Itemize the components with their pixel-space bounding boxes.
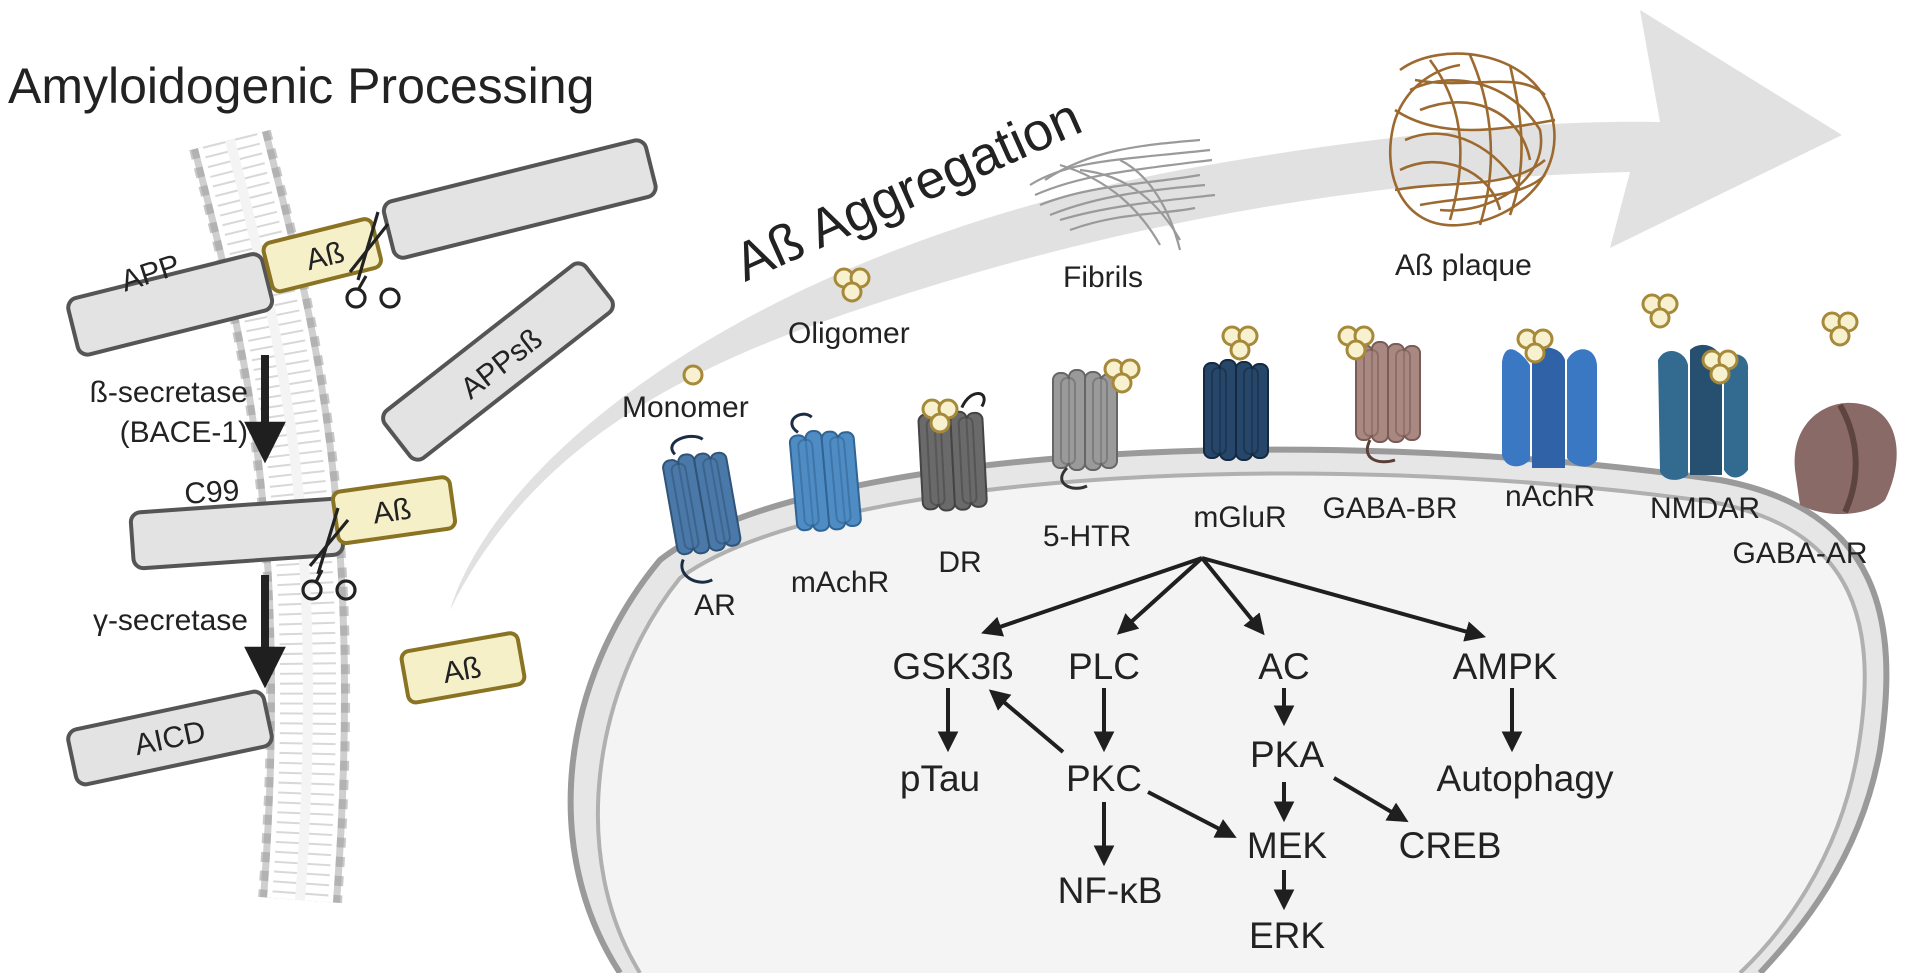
- receptor-label-nachr: nAchR: [1505, 480, 1595, 513]
- receptor-label-ar: AR: [694, 589, 736, 622]
- plaque-icon: [1388, 52, 1556, 227]
- receptor-label-dr: DR: [938, 546, 981, 579]
- nfkb-label: NF-κB: [1058, 870, 1163, 911]
- aggregation-arrow: [450, 10, 1842, 610]
- main-title: Amyloidogenic Processing: [8, 58, 594, 114]
- receptor-mglur: [1203, 359, 1269, 461]
- receptor-nachr: [1502, 347, 1597, 468]
- c99-protein: Aß C99: [128, 474, 458, 571]
- autophagy-label: Autophagy: [1437, 758, 1614, 799]
- app-protein: Aß APP: [66, 138, 658, 357]
- signaling-arrows: [937, 556, 1523, 911]
- monomer-label: Monomer: [622, 391, 749, 424]
- free-abeta: Aß: [399, 631, 527, 705]
- mek-label: MEK: [1247, 825, 1328, 866]
- abeta-bound-icon: [1221, 325, 1259, 361]
- receptor-dr: [917, 392, 989, 513]
- bace1-label: (BACE-1): [120, 416, 248, 449]
- ac-label: AC: [1258, 646, 1309, 687]
- receptor-gabaar: [1794, 402, 1897, 515]
- receptor-label-gabaar: GABA-AR: [1732, 537, 1867, 570]
- ptau-label: pTau: [900, 758, 980, 799]
- beta-secretase-label: ß-secretase: [90, 376, 248, 409]
- membrane-bilayer: [189, 129, 351, 904]
- neuron-cell: [567, 446, 1890, 973]
- receptor-label-mglur: mGluR: [1193, 501, 1286, 534]
- abeta-free-label: Aß: [440, 651, 483, 690]
- scissors-icon: [345, 211, 401, 309]
- creb-label: CREB: [1399, 825, 1502, 866]
- aicd-protein: AICD: [66, 689, 274, 787]
- receptor-label-gababr: GABA-BR: [1322, 492, 1457, 525]
- oligomer-label: Oligomer: [788, 317, 910, 350]
- scissors-icon: [301, 507, 357, 601]
- ampk-label: AMPK: [1453, 646, 1558, 687]
- fibrils-icon: [1029, 138, 1216, 251]
- receptor-nmdar: [1658, 344, 1749, 480]
- monomer-icon: [682, 364, 704, 386]
- fibrils-label: Fibrils: [1063, 261, 1143, 294]
- receptor-label-nmdar: NMDAR: [1650, 492, 1760, 525]
- plaque-label: Aß plaque: [1395, 249, 1532, 282]
- erk-label: ERK: [1249, 915, 1325, 956]
- pka-label: PKA: [1250, 734, 1324, 775]
- receptor-label-machr: mAchR: [791, 566, 889, 599]
- gamma-secretase-label: γ-secretase: [93, 604, 248, 637]
- abeta-free-oligomer-icon: [1641, 293, 1679, 329]
- gsk3b-label: GSK3ß: [892, 646, 1013, 687]
- abeta-free-oligomer-icon: [1821, 311, 1859, 347]
- plc-label: PLC: [1068, 646, 1140, 687]
- receptor-machr: [788, 412, 863, 534]
- receptor-5htr: [1052, 369, 1118, 490]
- pkc-label: PKC: [1066, 758, 1142, 799]
- receptor-ar: [660, 434, 743, 584]
- receptor-label-5htr: 5-HTR: [1043, 520, 1131, 553]
- receptor-gababr: [1355, 341, 1421, 464]
- abeta-on-c99-label: Aß: [371, 492, 414, 530]
- c99-label: C99: [183, 474, 240, 511]
